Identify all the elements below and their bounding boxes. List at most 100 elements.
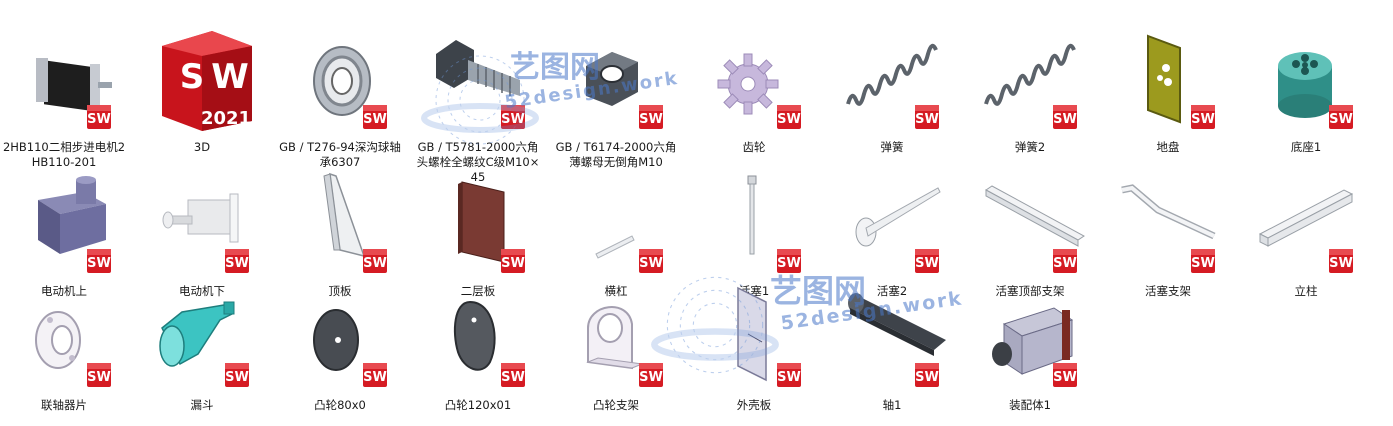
file-label: 轴1	[882, 398, 902, 412]
solidworks-badge-icon: SW	[1190, 248, 1216, 274]
file-label: 联轴器片	[41, 398, 87, 412]
solidworks-badge-icon: SW	[914, 104, 940, 130]
assembly-icon: SW	[980, 284, 1080, 387]
solidworks-badge-icon: SW	[224, 362, 250, 388]
solidworks-badge-icon: SW	[500, 248, 526, 274]
motor-upper-icon: SW	[14, 170, 114, 273]
file-item[interactable]: SW 顶板	[276, 166, 404, 304]
svg-text:SW: SW	[87, 112, 111, 127]
file-item[interactable]: SW 凸轮120x01	[414, 280, 542, 418]
file-item[interactable]: SW 底座1	[1242, 22, 1370, 160]
svg-text:SW: SW	[915, 370, 939, 385]
file-item[interactable]: SW 活塞顶部支架	[966, 166, 1094, 304]
cam-egg-icon: SW	[428, 284, 528, 387]
solidworks-badge-icon: SW	[500, 104, 526, 130]
bent-beam-icon: SW	[1118, 170, 1218, 273]
svg-text:SW: SW	[639, 112, 663, 127]
file-label: 凸轮支架	[593, 398, 639, 412]
svg-text:SW: SW	[225, 370, 249, 385]
svg-text:SW: SW	[363, 112, 387, 127]
solidworks-badge-icon: SW	[638, 104, 664, 130]
svg-text:SW: SW	[1191, 256, 1215, 271]
file-item[interactable]: SW 凸轮80x0	[276, 280, 404, 418]
solidworks-badge-icon: SW	[914, 362, 940, 388]
file-label: 凸轮120x01	[444, 398, 512, 412]
file-label: 电动机下	[179, 284, 225, 298]
svg-text:2021: 2021	[201, 108, 251, 129]
file-label: 活塞2	[876, 284, 908, 298]
ball-bearing-icon: SW	[290, 26, 390, 129]
solidworks-badge-icon: SW	[224, 248, 250, 274]
coupling-icon: SW	[14, 284, 114, 387]
file-label: GB / T276-94深沟球轴承6307	[279, 140, 401, 169]
file-item[interactable]: SW 活塞2	[828, 166, 956, 304]
solidworks-badge-icon: SW	[1052, 362, 1078, 388]
solidworks-badge-icon: SW	[500, 362, 526, 388]
base-plate-icon: SW	[1118, 26, 1218, 129]
svg-text:SW: SW	[777, 256, 801, 271]
file-item[interactable]: SW 外壳板	[690, 280, 818, 418]
file-item[interactable]: SW GB / T276-94深沟球轴承6307	[276, 22, 404, 169]
file-label: 活塞顶部支架	[995, 284, 1065, 298]
file-item[interactable]: SW 电动机下	[138, 166, 266, 304]
file-label: 齿轮	[742, 140, 766, 154]
file-item[interactable]: SW 二层板	[414, 166, 542, 304]
file-label: 顶板	[328, 284, 352, 298]
svg-text:SW: SW	[639, 370, 663, 385]
hex-nut-icon: SW	[566, 26, 666, 129]
square-plate-icon: SW	[428, 170, 528, 273]
svg-text:SW: SW	[777, 112, 801, 127]
svg-text:W: W	[211, 57, 249, 97]
file-label: 外壳板	[736, 398, 772, 412]
solidworks-badge-icon: SW	[86, 104, 112, 130]
svg-text:SW: SW	[501, 256, 525, 271]
solidworks-badge-icon: SW	[86, 248, 112, 274]
beam-icon: SW	[980, 170, 1085, 273]
solidworks-badge-icon: SW	[776, 248, 802, 274]
svg-text:SW: SW	[87, 370, 111, 385]
file-item[interactable]: SW 齿轮	[690, 22, 818, 160]
file-label: 3D	[193, 140, 211, 154]
file-label: 底座1	[1290, 140, 1322, 154]
file-label: 凸轮80x0	[314, 398, 366, 412]
file-label: GB / T5781-2000六角头螺栓全螺纹C级M10×45	[416, 140, 540, 184]
piston-disc-icon: SW	[842, 170, 942, 273]
solidworks-badge-icon: SW	[914, 248, 940, 274]
file-label: 立柱	[1294, 284, 1318, 298]
solidworks-badge-icon: SW	[638, 248, 664, 274]
small-bar-icon: SW	[566, 170, 666, 273]
triangle-plate-icon: SW	[290, 170, 390, 273]
solidworks-badge-icon: SW	[776, 104, 802, 130]
solidworks-badge-icon: SW	[362, 362, 388, 388]
svg-text:SW: SW	[87, 256, 111, 271]
cam-disc-icon: SW	[290, 284, 390, 387]
file-label: 装配体1	[1009, 398, 1051, 412]
svg-text:SW: SW	[777, 370, 801, 385]
file-label: 二层板	[460, 284, 496, 298]
file-item[interactable]: SW 轴1	[828, 280, 956, 418]
shaft-icon: SW	[842, 284, 946, 387]
hex-bolt-icon: SW	[428, 26, 528, 129]
svg-text:SW: SW	[1329, 112, 1353, 127]
svg-text:SW: SW	[1053, 370, 1077, 385]
svg-text:SW: SW	[363, 370, 387, 385]
solidworks-badge-icon: SW	[362, 104, 388, 130]
svg-text:SW: SW	[915, 112, 939, 127]
file-item[interactable]: SW GB / T5781-2000六角头螺栓全螺纹C级M10×45	[414, 22, 542, 184]
svg-text:SW: SW	[501, 370, 525, 385]
